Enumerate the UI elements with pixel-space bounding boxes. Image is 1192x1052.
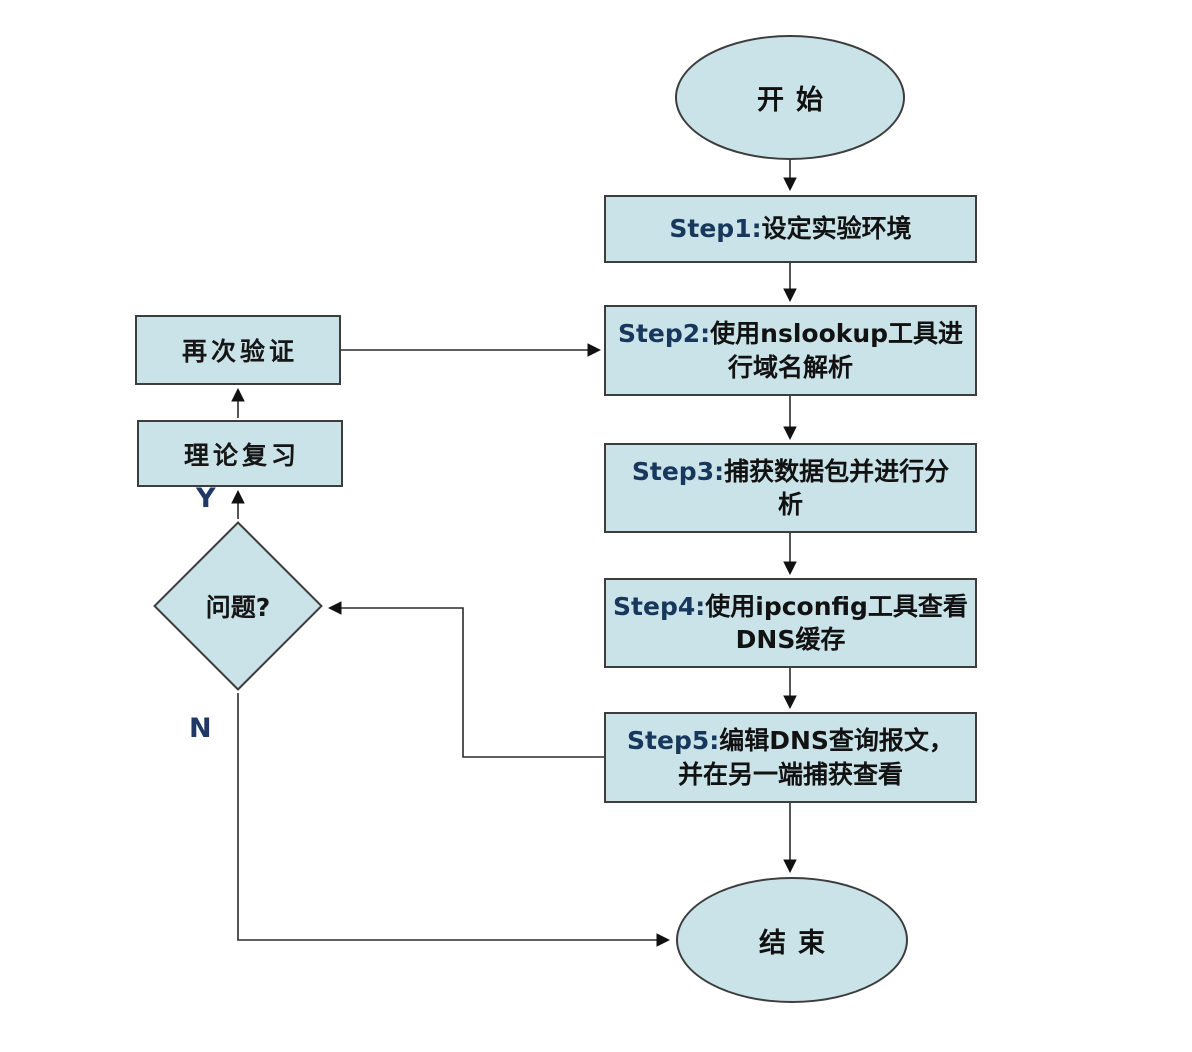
step5-body: 编辑DNS查询报文， 并在另一端捕获查看 [677,726,954,789]
step4-body: 使用ipconfig工具查看 DNS缓存 [705,591,968,655]
step4-node: Step4:使用ipconfig工具查看 DNS缓存 [604,578,977,668]
step4-prefix: Step4: [613,591,706,621]
verify-again-node: 再次验证 [135,315,341,385]
end-node: 结束 [676,877,908,1003]
edge-step5-to-decision [327,601,604,758]
step5-prefix: Step5: [627,726,720,755]
decision-label: 问题? [205,593,271,622]
step1-prefix: Step1: [669,214,762,244]
step3-body: 捕获数据包并进行分 析 [724,456,950,520]
step2-node: Step2:使用nslookup工具进 行域名解析 [604,305,977,396]
edge-decision-no-to-end [237,693,671,947]
branch-label-yes: Y [196,483,216,514]
start-node: 开始 [675,35,905,160]
theory-review-label: 理论复习 [183,440,300,470]
step3-prefix: Step3: [631,456,725,486]
end-label: 结束 [759,927,837,959]
step1-body: 设定实验环境 [761,214,912,244]
step2-prefix: Step2: [617,319,711,348]
step3-node: Step3:捕获数据包并进行分 析 [604,443,977,533]
theory-review-node: 理论复习 [137,420,343,487]
step2-text: Step2:使用nslookup工具进 行域名解析 [614,317,967,384]
step5-text: Step5:编辑DNS查询报文， 并在另一端捕获查看 [623,724,958,791]
verify-again-label: 再次验证 [181,337,298,366]
step4-text: Step4:使用ipconfig工具查看 DNS缓存 [609,590,972,657]
branch-label-no: N [189,713,212,744]
step1-text: Step1:设定实验环境 [665,212,915,246]
step2-body: 使用nslookup工具进 行域名解析 [710,319,964,382]
step5-node: Step5:编辑DNS查询报文， 并在另一端捕获查看 [604,712,977,803]
step3-text: Step3:捕获数据包并进行分 析 [628,455,953,522]
decision-node: 问题? [153,521,323,691]
step1-node: Step1:设定实验环境 [604,195,977,263]
start-label: 开始 [757,85,835,116]
